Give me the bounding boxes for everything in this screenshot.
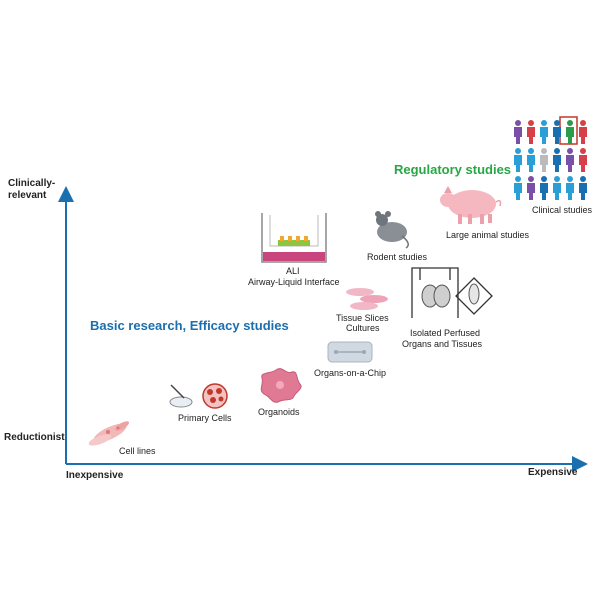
person-icon [540,148,548,172]
y-axis-bottom-label: Reductionist [4,432,65,443]
organoids-label: Organoids [258,407,300,417]
ali-label: ALI [286,266,300,276]
person-icon [540,120,548,144]
person-icon [566,176,574,200]
ali-full-label: Airway-Liquid Interface [248,277,340,287]
person-icon [566,120,574,144]
person-icon [566,148,574,172]
person-icon [540,176,548,200]
person-icon [527,120,535,144]
primary-cells-label: Primary Cells [178,413,232,423]
primary-cells-icon [169,383,228,409]
person-icon [579,176,587,200]
rodent-label: Rodent studies [367,252,428,262]
basic-research-header: Basic research, Efficacy studies [90,318,289,333]
pig-icon [440,186,502,224]
person-icon [553,120,561,144]
ali-icon [261,213,327,263]
clinical-people-icon-grid [512,118,592,202]
person-icon [514,120,522,144]
perfused-label-2: Organs and Tissues [402,339,483,349]
people-grid-svg [514,120,587,200]
person-icon [514,148,522,172]
tissue-slices-icon [346,288,388,310]
cell-lines-icon [88,421,130,446]
tissue-cultures-label: Cultures [346,323,380,333]
y-axis-top-label: Clinically- relevant [8,178,56,201]
person-icon [527,148,535,172]
clinical-label: Clinical studies [532,205,593,215]
tissue-slices-label: Tissue Slices [336,313,389,323]
person-icon [527,176,535,200]
person-icon [579,120,587,144]
rodent-icon [375,211,409,249]
person-icon [553,148,561,172]
person-icon [579,148,587,172]
perfused-label-1: Isolated Perfused [410,328,481,338]
perfused-organ-icon [411,267,493,318]
cell-lines-label: Cell lines [119,446,156,456]
x-axis-right-label: Expensive [528,467,578,478]
large-animal-label: Large animal studies [446,230,530,240]
organoid-icon [260,368,302,403]
regulatory-header: Regulatory studies [394,162,512,177]
person-icon [553,176,561,200]
person-icon [514,176,522,200]
organ-chip-icon [327,341,373,363]
organs-on-chip-label: Organs-on-a-Chip [314,368,387,378]
x-axis-left-label: Inexpensive [66,470,124,481]
